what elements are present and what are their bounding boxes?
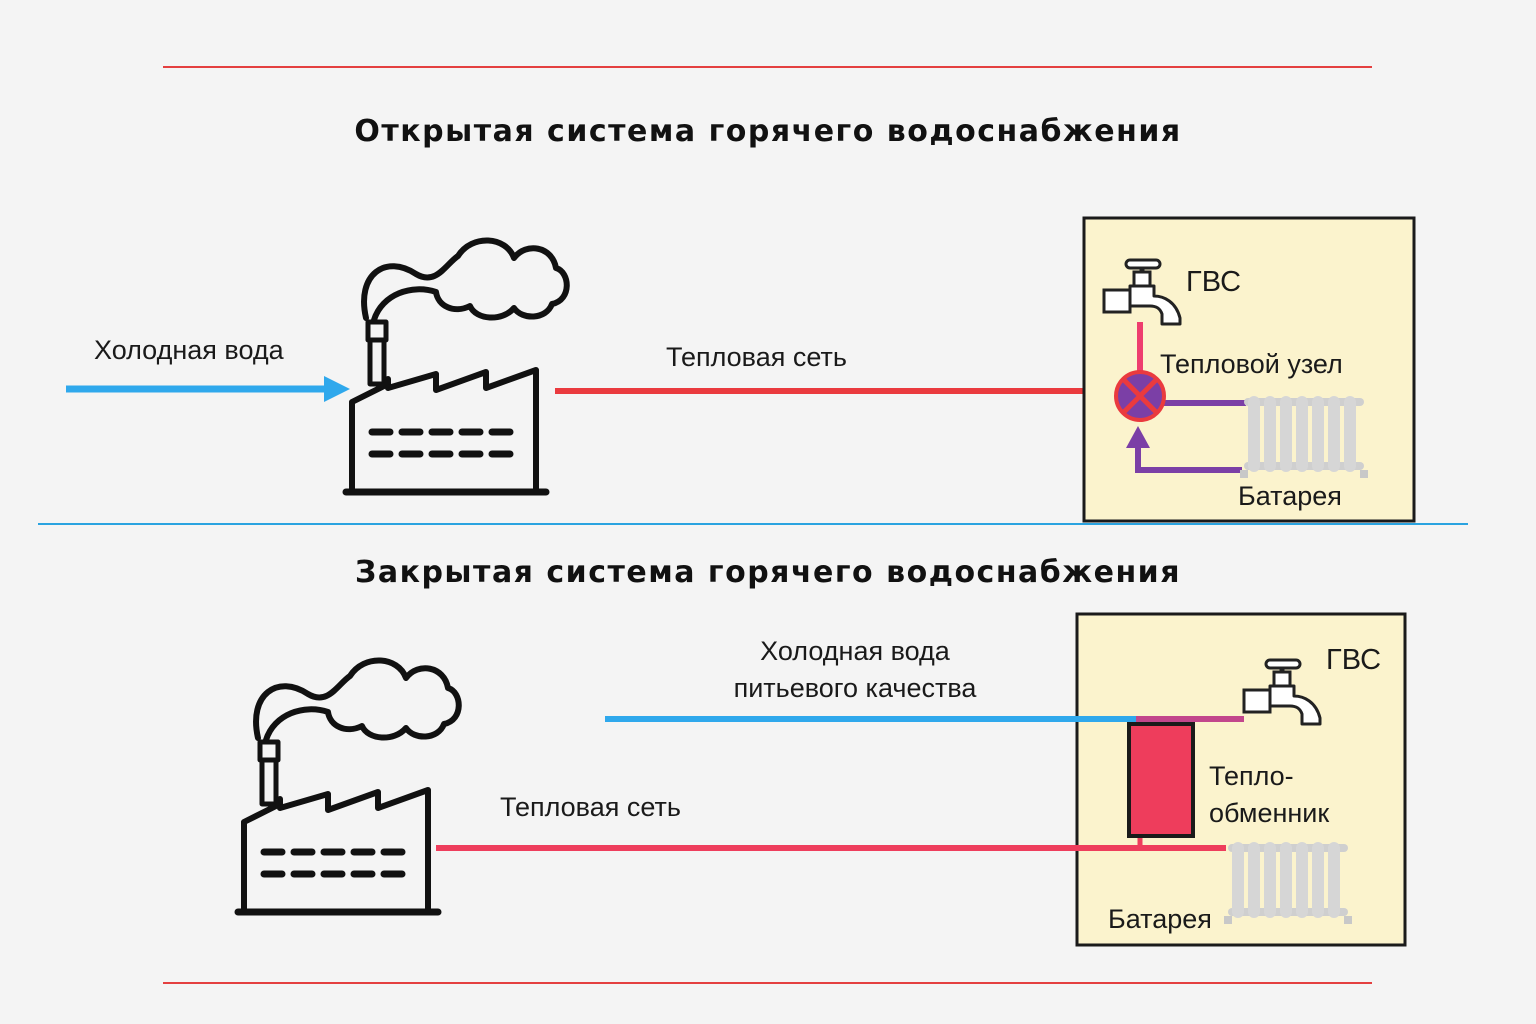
- heat-node-icon: [1114, 370, 1166, 422]
- factory-icon: [238, 660, 459, 912]
- dhw-label: ГВС: [1186, 266, 1242, 298]
- radiator-icon: [1240, 396, 1368, 478]
- cold-water-quality-label: питьевого качества: [733, 673, 977, 703]
- heat-node-label: Тепловой узел: [1160, 349, 1343, 379]
- cold-water-label: Холодная вода: [94, 335, 284, 365]
- heat-exchanger-label-line1: Тепло-: [1209, 761, 1294, 791]
- heat-exchanger-icon: [1127, 722, 1195, 838]
- heat-network-label: Тепловая сеть: [500, 792, 681, 822]
- open-system-title: Открытая система горячего водоснабжения: [354, 114, 1182, 149]
- heat-exchanger-label-line2: обменник: [1209, 798, 1330, 828]
- open-system-diagram: [66, 216, 1416, 523]
- cold-water-label: Холодная вода: [760, 636, 950, 666]
- heat-network-label: Тепловая сеть: [666, 342, 847, 372]
- closed-system-title: Закрытая система горячего водоснабжения: [355, 555, 1181, 590]
- closed-system-diagram: [238, 612, 1407, 947]
- radiator-label: Батарея: [1238, 481, 1342, 511]
- dhw-label: ГВС: [1326, 644, 1382, 676]
- radiator-label: Батарея: [1108, 904, 1212, 934]
- radiator-icon: [1224, 842, 1352, 924]
- factory-icon: [346, 240, 567, 492]
